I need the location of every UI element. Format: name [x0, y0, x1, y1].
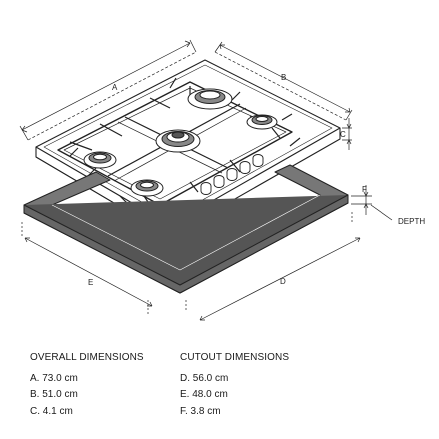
- dim-label-d: D: [280, 277, 286, 286]
- control-knobs: [200, 154, 264, 195]
- dimension-lines: [19, 39, 393, 321]
- cooktop-diagram: A B C E D F DEPTH: [19, 39, 425, 321]
- overall-item-c: C. 4.1 cm: [30, 405, 73, 417]
- burner-center-wok: [155, 129, 201, 153]
- cutout-frame: [23, 164, 349, 294]
- burner-back-large: [187, 88, 233, 110]
- overall-dimensions-title: OVERALL DIMENSIONS: [30, 352, 144, 363]
- dim-label-b: B: [281, 73, 286, 82]
- cutout-dimensions-title: CUTOUT DIMENSIONS: [180, 352, 290, 363]
- overall-dimensions-block: OVERALL DIMENSIONS A. 73.0 cm B. 51.0 cm…: [30, 350, 144, 420]
- dim-label-a: A: [112, 83, 118, 92]
- burner-right: [246, 114, 278, 130]
- overall-item-b: B. 51.0 cm: [30, 389, 78, 400]
- cutout-item-f: F. 3.8 cm: [180, 405, 221, 417]
- overall-item-a: A. 73.0 cm: [30, 372, 78, 384]
- dim-label-f: F: [362, 185, 367, 194]
- burner-front: [130, 179, 164, 197]
- burner-left: [83, 151, 117, 169]
- dim-label-c: C: [340, 130, 346, 139]
- cutout-item-d: D. 56.0 cm: [180, 372, 229, 384]
- dim-label-e: E: [88, 278, 93, 287]
- cutout-item-e: E. 48.0 cm: [180, 389, 228, 400]
- cutout-dimensions-block: CUTOUT DIMENSIONS D. 56.0 cm E. 48.0 cm …: [180, 350, 289, 420]
- dim-label-depth: DEPTH: [398, 217, 425, 226]
